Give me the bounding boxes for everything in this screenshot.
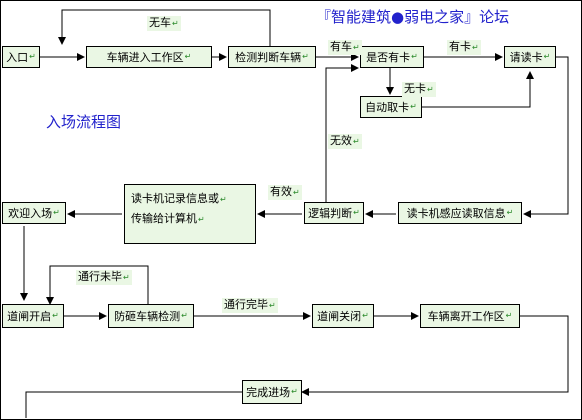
arrow-no-car-loop xyxy=(58,9,271,46)
edge-label-pass-done: 通行完毕↵ xyxy=(222,298,278,313)
edge-label-card-yes: 有卡↵ xyxy=(447,40,481,55)
edge-label-invalid: 无效↵ xyxy=(328,134,362,149)
arrow-auto-to-read xyxy=(422,71,534,108)
node-read-card: 请读卡↵ xyxy=(504,46,556,68)
node-has-card: 是否有卡↵ xyxy=(360,46,424,68)
node-reader-sense: 读卡机感应读取信息↵ xyxy=(398,202,522,224)
node-anti-smash: 防砸车辆检测↵ xyxy=(108,304,194,328)
arrow-read-to-sense xyxy=(523,56,569,218)
node-leave-area: 车辆离开工作区↵ xyxy=(420,304,520,328)
arrow-not-done-loop xyxy=(46,265,149,305)
node-record-info: 读卡机记录信息或↵传输给计算机↵ xyxy=(124,184,256,244)
edge-label-no-car: 无车↵ xyxy=(147,16,181,31)
forum-title: 『智能建筑●弱电之家』论坛 xyxy=(316,8,510,26)
node-welcome: 欢迎入场↵ xyxy=(2,202,66,224)
node-entrance: 入口↵ xyxy=(2,46,40,68)
arrow-leave-to-complete xyxy=(301,315,569,396)
edge-label-card-no: 无卡↵ xyxy=(402,82,436,97)
line-complete-out xyxy=(25,391,242,418)
node-gate-open: 道闸开启↵ xyxy=(2,304,64,328)
node-detect-vehicle: 检测判断车辆↵ xyxy=(228,46,316,68)
flow-title: 入场流程图 xyxy=(46,113,122,131)
node-gate-close: 道闸关闭↵ xyxy=(312,304,374,328)
node-logic-judge: 逻辑判断↵ xyxy=(304,202,364,224)
node-complete: 完成进场↵ xyxy=(242,380,302,404)
node-auto-card: 自动取卡↵ xyxy=(360,96,422,118)
edge-label-valid: 有效↵ xyxy=(268,185,302,200)
edge-label-has-car: 有车↵ xyxy=(328,40,362,55)
arrow-invalid-loop xyxy=(325,64,359,202)
edge-label-pass-not-done: 通行未毕↵ xyxy=(76,270,132,285)
node-enter-work-area: 车辆进入工作区↵ xyxy=(86,46,212,68)
